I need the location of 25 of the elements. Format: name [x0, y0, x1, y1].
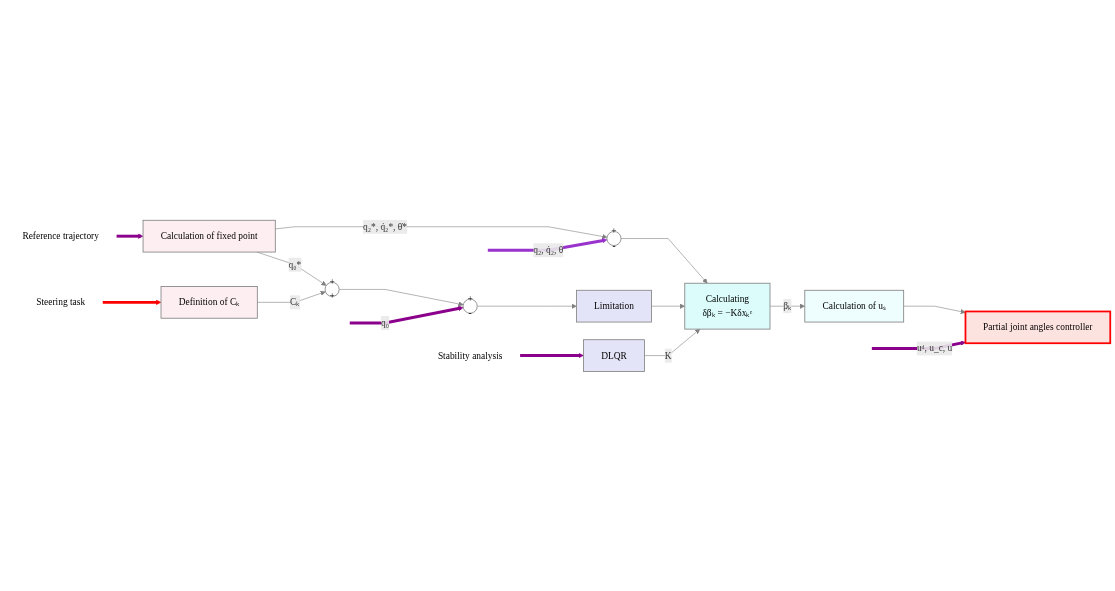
edge-label: Cₖ: [289, 296, 300, 307]
node-circle: + -: [462, 298, 478, 314]
node-box: Calculation of uₛ: [804, 289, 905, 323]
node-box: Definition of Cₖ: [160, 285, 258, 319]
node-text: Stability analysis: [437, 350, 503, 361]
node-circle: + +: [324, 281, 340, 297]
node-circle: + -: [606, 230, 622, 246]
edge-label: q₀*: [288, 259, 302, 270]
node-box: Calculating δβₖ = −Kδxₖᵉ: [684, 282, 771, 330]
arrow: [520, 352, 584, 359]
node-text: Reference trajectory: [22, 230, 99, 241]
node-box: DLQR: [583, 339, 645, 372]
node-box: Limitation: [576, 289, 652, 323]
node-text: Steering task: [36, 296, 86, 307]
edge-label: K: [664, 350, 672, 361]
edge-label: q₂, q̇₂, θ̇: [533, 244, 564, 255]
edge-label: uᵈ, u_c, u: [916, 343, 953, 354]
arrow: [349, 305, 464, 325]
arrow: [102, 299, 162, 305]
node-box: Calculation of fixed point: [142, 219, 276, 253]
edge-label: q₂*, q̇₂*, θ̇*: [362, 221, 408, 232]
node-box: Partial joint angles controller: [964, 310, 1112, 344]
edge-label: q₀: [381, 317, 389, 328]
arrow: [116, 233, 144, 239]
edge-label: βₖ: [783, 300, 792, 311]
